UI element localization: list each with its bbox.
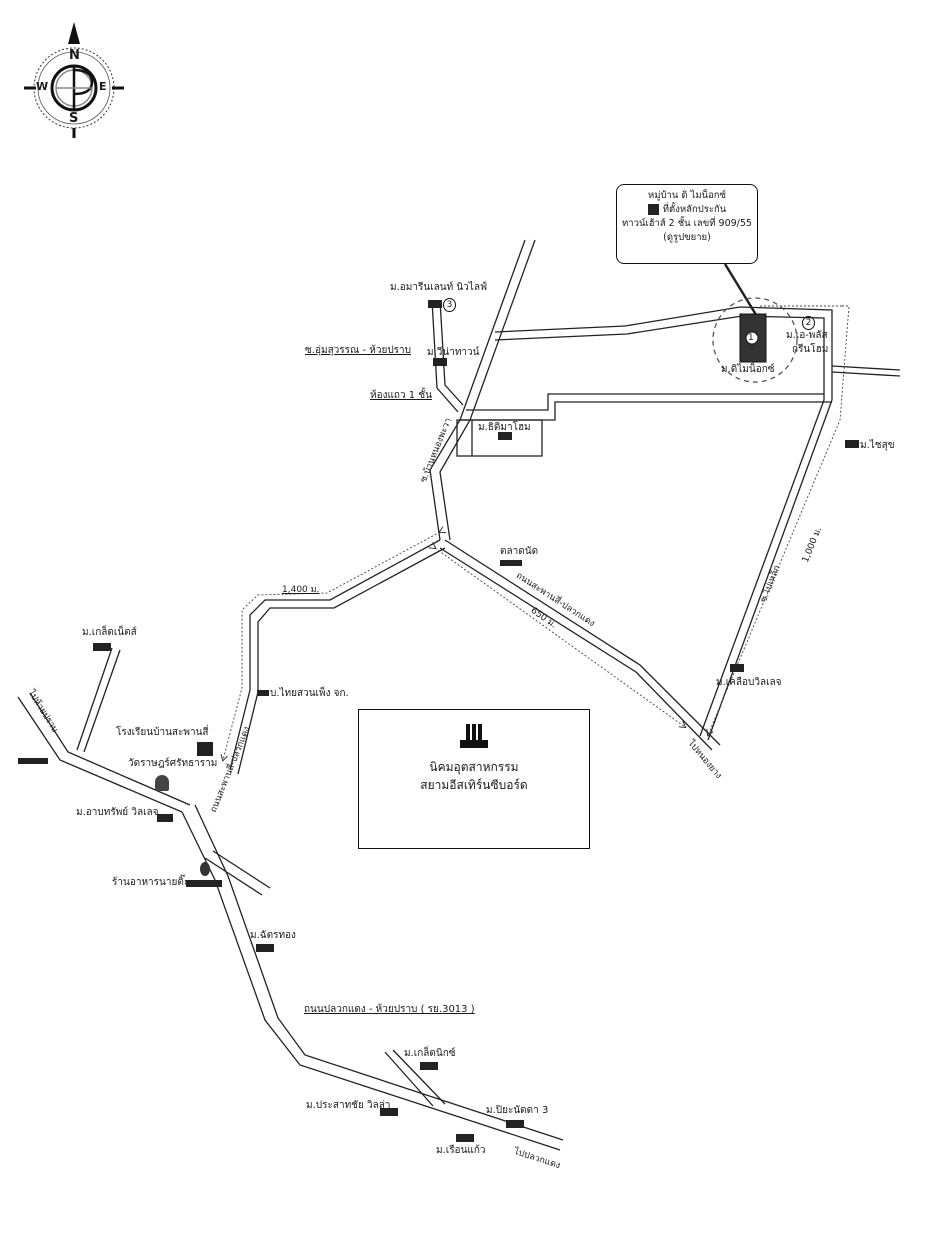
village-icon [256,944,274,952]
road-nong-kham [707,399,833,741]
label-klongnek: ม.เกล็ดเน็ตส์ [82,627,137,638]
marker-label-2: ม.เอ-พลัส [786,330,828,341]
compass-south: S [69,111,79,126]
restaurant-icon [186,880,222,887]
marker-label-2b: กรีนโฮม [792,344,829,355]
label-piya: ม.ปิยะนัดดา 3 [486,1105,549,1116]
road-ry3013 [181,811,561,1151]
village-icon [433,358,447,366]
label-arbhavi: ม.อาบทรัพย์ วิลเลจ [76,807,159,818]
marker-number-2: 2 [802,316,815,330]
collateral-square-icon [647,204,659,215]
road-to-huai-prab [17,696,183,813]
village-icon [420,1062,438,1070]
compass-north: N [69,48,80,63]
label-prasat: ม.ประสาทชัย วิลล่า [306,1100,391,1111]
label-shophouse: ห้องแถว 1 ชั้น [370,390,432,401]
compass-rose: N S E W [22,20,126,140]
label-dist-1400: 1,400 ม. [282,585,320,595]
market-icon [500,560,522,566]
callout-address: ทาวน์เฮ้าส์ 2 ชั้น เลขที่ 909/55 [622,218,752,229]
village-icon [456,1134,474,1142]
village-icon [845,440,859,448]
label-school: โรงเรียนบ้านสะพานสี่ [116,727,209,738]
label-chattong: ม.ฉัตรทอง [250,930,296,941]
label-thai-suan: บ.ไทยสวนเพ็ง จก. [270,688,349,699]
label-ket-ville: ม.เคลือบวิลเลจ [716,677,782,688]
label-thiti-home: ม.ธิติมาโฮม [478,422,531,433]
label-chai-sook: ม.ไชสุข [860,440,895,451]
factory-icon [460,724,488,748]
label-restaurant: ร้านอาหารนายติ๊ะ [112,877,190,888]
village-icon [506,1120,524,1128]
collateral-callout: หมู่บ้าน ดิ ไมน็อกซ์ ที่ตั้งหลักประกัน ท… [616,184,758,264]
village-icon [428,300,442,308]
label-road-umsuwan: ซ.อุ่มสุวรรณ - ห้วยปราบ [305,345,412,356]
village-icon [730,664,744,672]
callout-subtitle: ที่ตั้งหลักประกัน [662,204,727,215]
landmark-icon [200,862,210,876]
marker-label-3: ม.อมารีนเลนท์ นิวไลฟ์ [390,282,488,293]
road-middle [460,401,832,421]
compass-east: E [99,80,107,93]
label-main-road-3013: ถนนปลวกแดง - ห้วยปราบ ( รย.3013 ) [304,1004,475,1015]
temple-buddha-icon [155,775,169,791]
estate-name-line2: สยามอีสเทิร์นซีบอร์ด [420,778,528,792]
label-villa-ina-town: ม.วีน่าทาวน์ [427,347,480,358]
marker-number-3: 3 [443,298,456,312]
marker-number-1: 1 [748,333,754,343]
road-soi-ban-nong [429,239,526,541]
industrial-estate-box: นิคมอุตสาหกรรม สยามอีสเทิร์นซีบอร์ด [358,709,590,849]
road-umsuwan [439,299,464,406]
label-klepnik: ม.เกล็ดนิกซ์ [404,1048,456,1059]
village-icon [93,643,111,651]
company-icon [257,690,269,696]
label-temple: วัดราษฎร์ศรัทธาราม [128,758,218,769]
estate-name-line1: นิคมอุตสาหกรรม [429,760,519,774]
building-icon [18,758,48,764]
road-to-dimaynox [494,306,833,400]
label-market: ตลาดนัด [500,546,539,557]
village-icon [498,432,512,440]
village-icon [157,814,173,822]
compass-west: W [36,80,49,93]
village-icon [380,1108,398,1116]
callout-title: หมู่บ้าน ดิ ไมน็อกซ์ [647,190,727,201]
label-ruan-kaew: ม.เรือนแก้ว [436,1145,486,1156]
marker-label-1: ม.ดิไมน็อกซ์ [721,364,775,375]
callout-note: (ดูรูปขยาย) [663,232,711,243]
compass-rose-icon [24,22,124,138]
school-icon [197,742,213,756]
